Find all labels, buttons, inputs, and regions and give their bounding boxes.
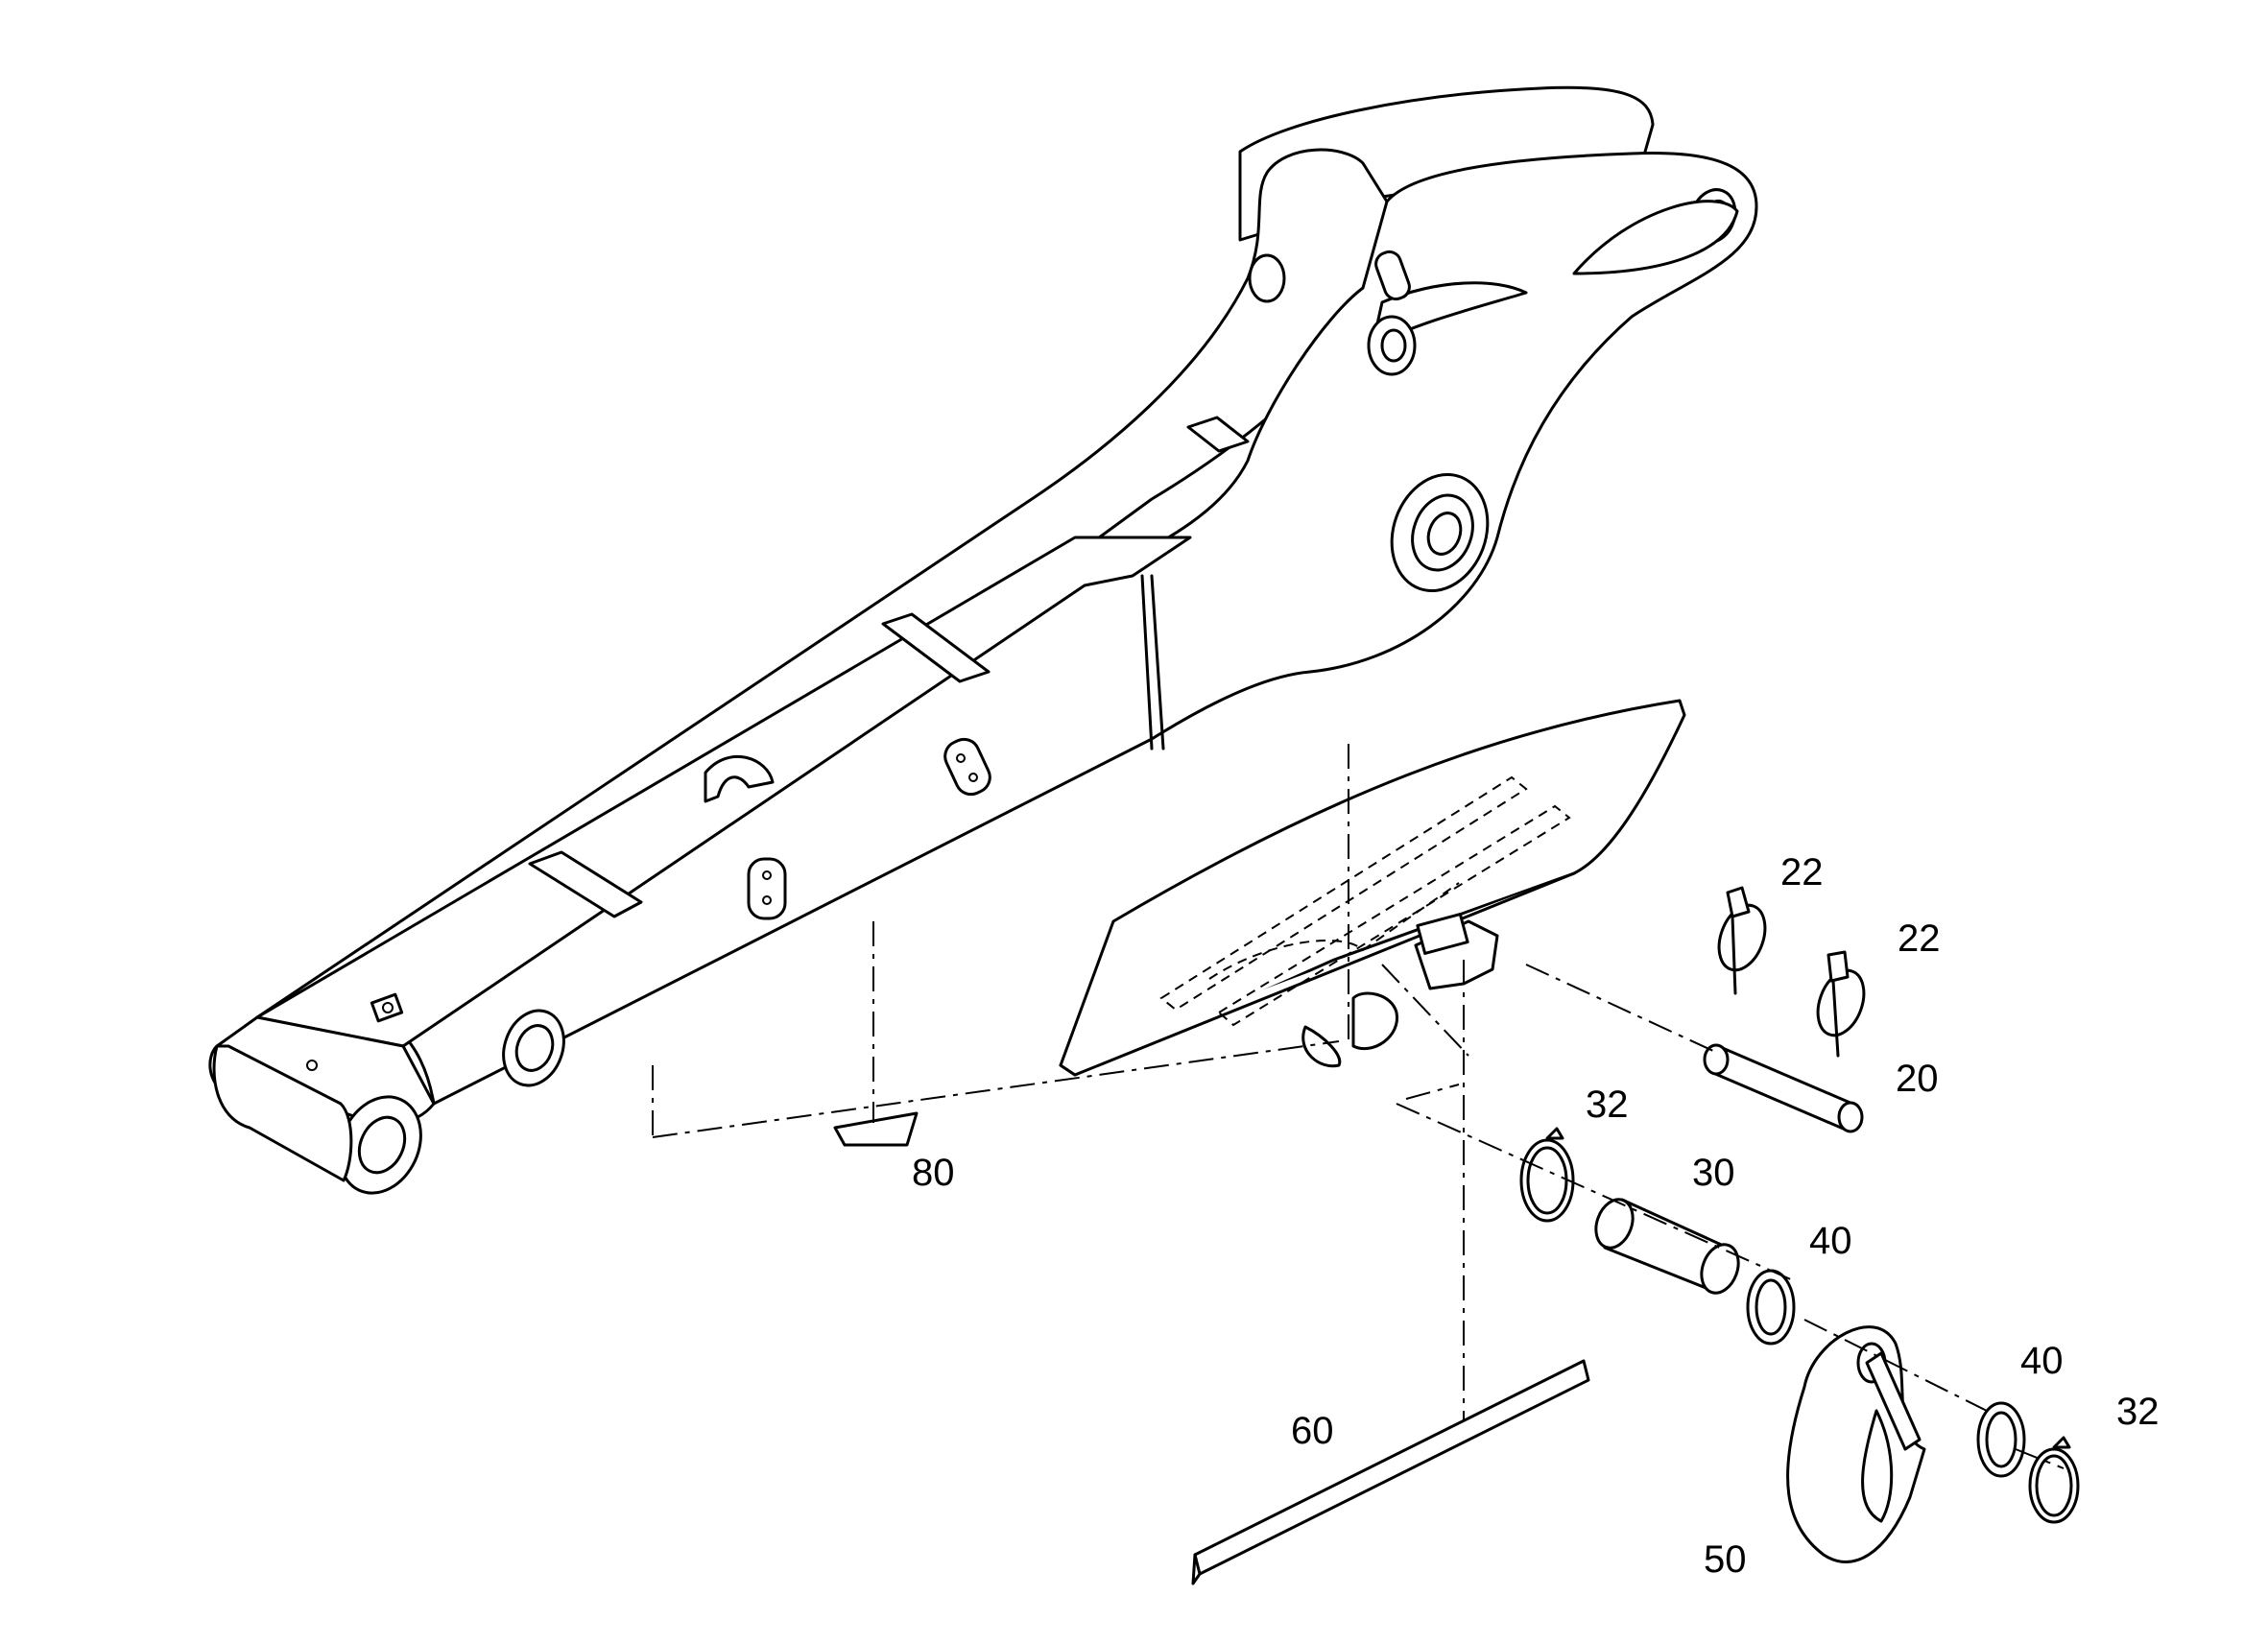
pin-clip-a <box>1717 886 1767 995</box>
callout-snap-ring-left: 32 <box>1586 1084 1629 1126</box>
bushing-30 <box>1594 1198 1740 1295</box>
washer-left <box>1746 1269 1796 1346</box>
adapter-plate <box>1059 699 1686 1077</box>
callout-pad: 80 <box>912 1152 955 1194</box>
callout-pin-clip-b: 22 <box>1898 917 1941 960</box>
callout-bushing: 30 <box>1692 1152 1735 1194</box>
callout-pin: 20 <box>1896 1058 1939 1100</box>
pin-20 <box>1703 1043 1864 1133</box>
pad-80 <box>833 1111 919 1147</box>
boom-arm <box>208 85 1758 1195</box>
callout-washer-right: 40 <box>2020 1340 2064 1382</box>
callout-hook: 50 <box>1704 1538 1747 1581</box>
callout-snap-ring-right: 32 <box>2116 1391 2160 1433</box>
washer-right <box>1976 1401 2026 1478</box>
callout-pin-clip-a: 22 <box>1780 851 1824 893</box>
hook-50 <box>1786 1325 1926 1563</box>
callout-washer-left: 40 <box>1809 1220 1852 1262</box>
pin-clip-b <box>1816 950 1866 1058</box>
wear-strip-60 <box>1191 1359 1590 1585</box>
snap-ring-right <box>2028 1436 2080 1524</box>
callout-wear-strip: 60 <box>1291 1410 1334 1452</box>
leader-lines <box>652 744 2065 1469</box>
snap-ring-left <box>1519 1127 1575 1223</box>
